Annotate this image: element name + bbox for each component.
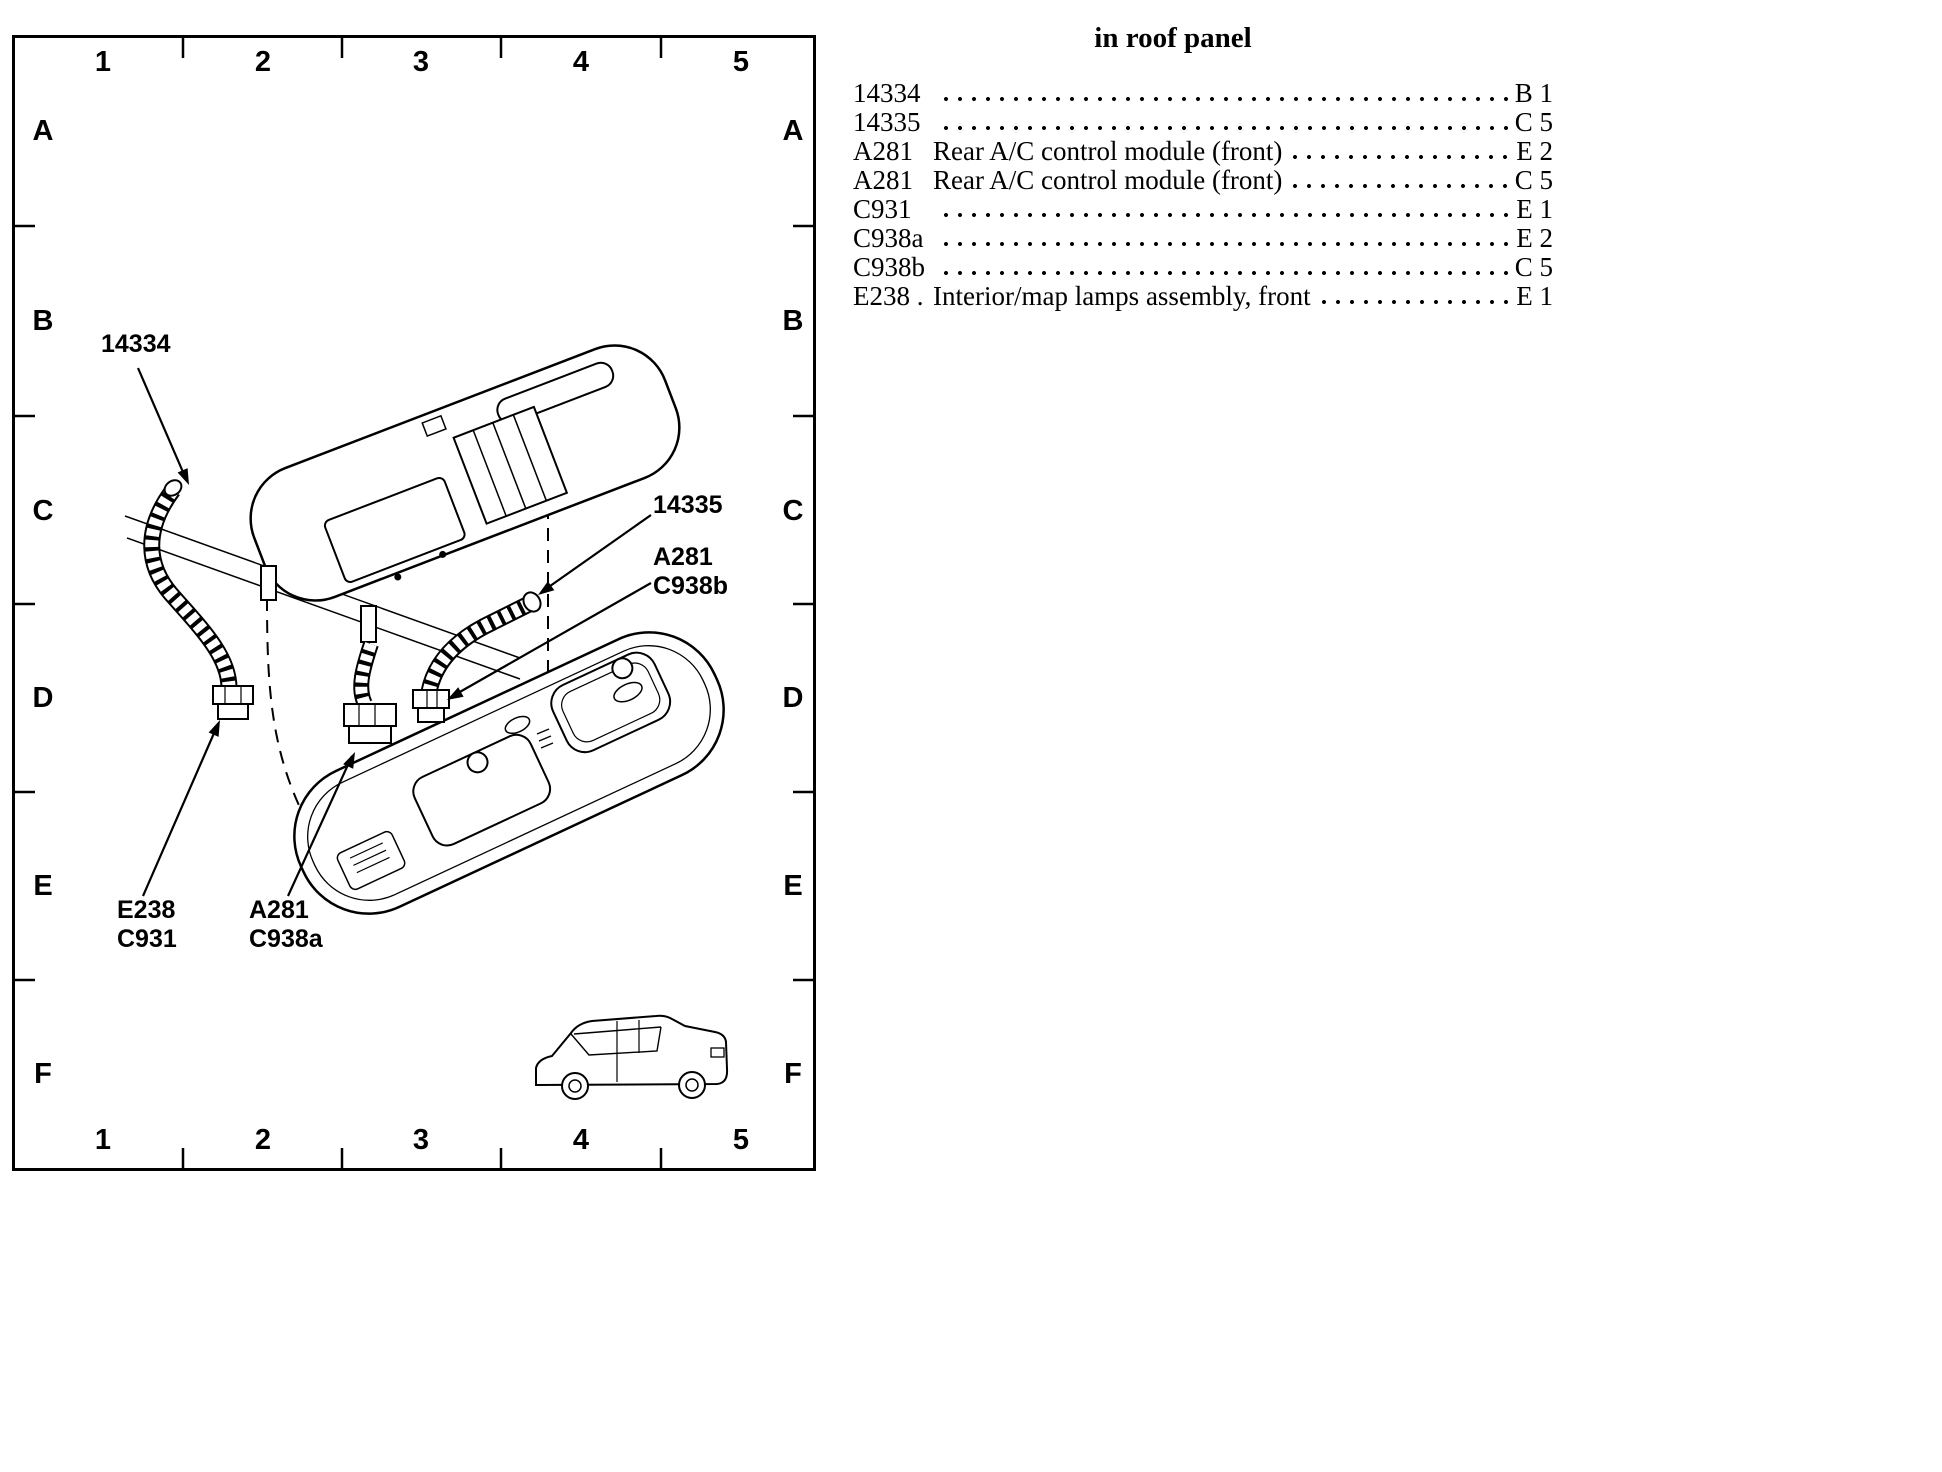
grid-ticks <box>15 38 813 1168</box>
legend-row-a281-e2: A281 Rear A/C control module (front) E 2 <box>853 137 1553 166</box>
callout-a281-c938b-line2: C938b <box>653 572 729 600</box>
callout-a281-c938b: A281 C938b <box>653 543 728 601</box>
legend: in roof panel 14334 B 1 14335 C 5 A281 R… <box>853 22 1553 311</box>
grid-col-label-top-1: 1 <box>94 46 112 78</box>
roof-console-bracket <box>249 344 681 643</box>
legend-grid-ref: E 1 <box>1516 194 1553 224</box>
callout-e238-c931-line2: C931 <box>117 925 177 953</box>
legend-grid-ref: E 1 <box>1516 281 1553 311</box>
legend-code: 14334 <box>853 78 921 108</box>
grid-row-label-right-c: C <box>782 495 804 527</box>
overhead-console-housing <box>293 631 725 915</box>
grid-col-label-top-2: 2 <box>254 46 272 78</box>
grid-col-label-top-4: 4 <box>572 46 590 78</box>
grid-col-label-bottom-4: 4 <box>572 1124 590 1156</box>
legend-grid-ref: E 2 <box>1516 223 1553 253</box>
leader-dots <box>939 241 1511 247</box>
grid-col-label-top-5: 5 <box>732 46 750 78</box>
callout-a281-c938b-line1: A281 <box>653 543 713 571</box>
legend-row-14334: 14334 B 1 <box>853 79 1553 108</box>
grid-row-label-left-c: C <box>32 495 54 527</box>
legend-code: 14335 <box>853 107 921 137</box>
grid-col-label-top-3: 3 <box>412 46 430 78</box>
callout-e238-c931: E238 C931 <box>117 896 177 954</box>
grid-col-label-bottom-2: 2 <box>254 1124 272 1156</box>
callout-leader-lines <box>136 367 652 897</box>
legend-code: C938b <box>853 252 926 282</box>
legend-code: C938a <box>853 223 924 253</box>
legend-grid-ref: E 2 <box>1516 136 1553 166</box>
connector-e238-c931 <box>212 685 254 720</box>
legend-row-a281-c5: A281 Rear A/C control module (front) C 5 <box>853 166 1553 195</box>
legend-desc: Rear A/C control module (front) <box>933 165 1283 195</box>
grid-row-label-left-e: E <box>33 870 53 902</box>
legend-title: in roof panel <box>1094 22 1252 54</box>
leader-dots <box>1288 183 1509 189</box>
grid-row-label-right-e: E <box>783 870 803 902</box>
grid-row-label-right-d: D <box>782 682 804 714</box>
legend-grid-ref: C 5 <box>1514 107 1553 137</box>
callout-14335: 14335 <box>653 491 723 520</box>
legend-row-c938b: C938b C 5 <box>853 253 1553 282</box>
connector-location-diagram: 1 2 3 4 5 1 2 3 4 5 A B C D E F A B C D … <box>12 35 816 1171</box>
legend-rows: 14334 B 1 14335 C 5 A281 Rear A/C contro… <box>853 79 1553 311</box>
grid-col-label-bottom-5: 5 <box>732 1124 750 1156</box>
grid-row-label-left-a: A <box>32 115 54 147</box>
leader-dots <box>939 212 1511 218</box>
legend-grid-ref: C 5 <box>1514 252 1553 282</box>
leader-dots <box>939 96 1509 102</box>
grid-row-label-right-b: B <box>782 305 804 337</box>
grid-col-label-bottom-3: 3 <box>412 1124 430 1156</box>
grid-col-label-bottom-1: 1 <box>94 1124 112 1156</box>
callout-e238-c931-line1: E238 <box>117 896 176 924</box>
wiring-harness-14335 <box>420 591 542 694</box>
legend-desc: Interior/map lamps assembly, front <box>933 281 1311 311</box>
callout-a281-c938a-line2: C938a <box>249 925 323 953</box>
leader-dots <box>1288 154 1511 160</box>
legend-row-c938a: C938a E 2 <box>853 224 1553 253</box>
grid-row-label-right-f: F <box>784 1058 802 1090</box>
exploded-view-drawing <box>15 38 813 1168</box>
mounting-detail <box>536 728 554 749</box>
leader-dots <box>939 270 1509 276</box>
connector-a281-c938a <box>343 703 397 744</box>
wiring-harness-14334 <box>143 479 238 689</box>
leader-dots <box>1316 299 1511 305</box>
callout-arrowheads <box>177 468 555 769</box>
grid-row-label-left-d: D <box>32 682 54 714</box>
callout-14335-text: 14335 <box>653 491 723 519</box>
legend-grid-ref: C 5 <box>1514 165 1553 195</box>
legend-row-c931: C931 E 1 <box>853 195 1553 224</box>
grid-row-label-left-f: F <box>34 1058 52 1090</box>
callout-14334: 14334 <box>101 330 171 359</box>
callout-a281-c938a-line1: A281 <box>249 896 309 924</box>
leader-dots <box>939 125 1509 131</box>
legend-code: A281 <box>853 136 913 166</box>
grid-row-label-left-b: B <box>32 305 54 337</box>
callout-14334-text: 14334 <box>101 330 171 358</box>
legend-desc: Rear A/C control module (front) <box>933 136 1283 166</box>
legend-row-e238: E238 . Interior/map lamps assembly, fron… <box>853 282 1553 311</box>
callout-a281-c938a: A281 C938a <box>249 896 323 954</box>
grid-row-label-right-a: A <box>782 115 804 147</box>
wiring-harness-center <box>353 641 379 708</box>
legend-grid-ref: B 1 <box>1514 78 1553 108</box>
connector-a281-c938b <box>412 689 450 723</box>
legend-code: A281 <box>853 165 913 195</box>
vehicle-thumbnail-icon <box>535 1014 729 1100</box>
legend-code: C931 <box>853 194 912 224</box>
legend-row-14335: 14335 C 5 <box>853 108 1553 137</box>
legend-code: E238 . <box>853 281 924 311</box>
